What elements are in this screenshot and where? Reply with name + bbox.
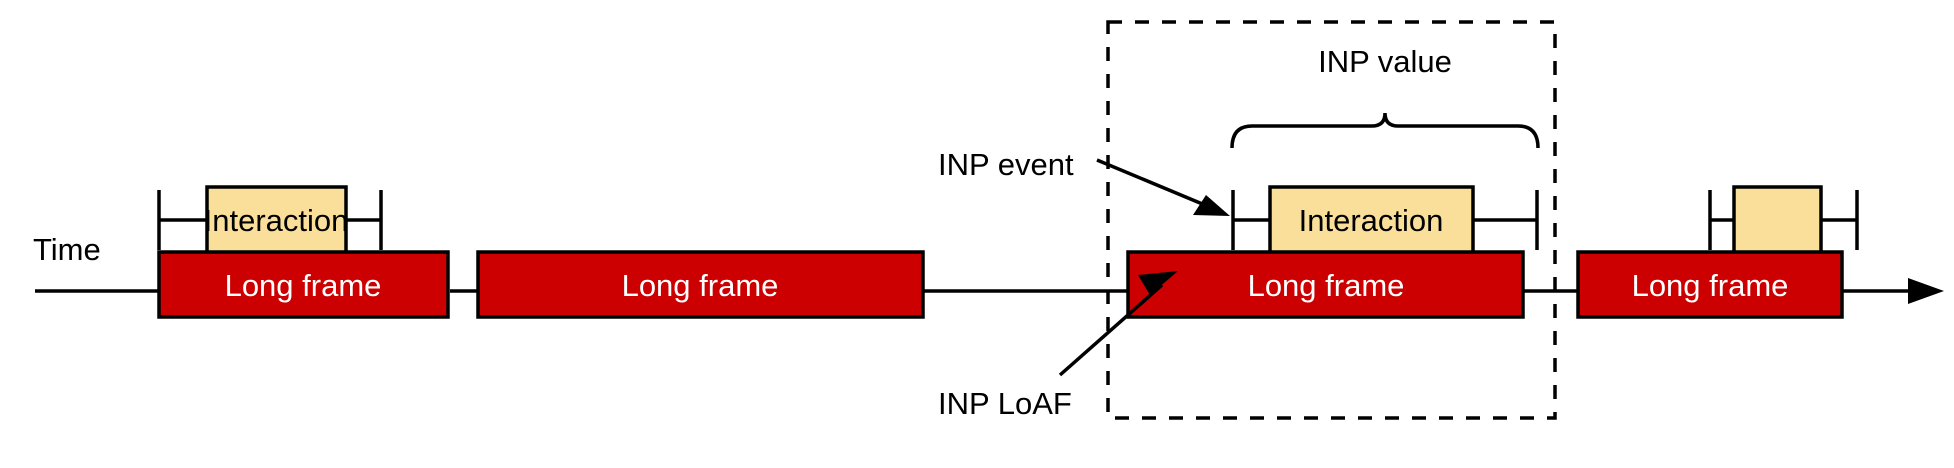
inp-event-label: INP event bbox=[938, 147, 1074, 182]
inp-highlight-dashed-box bbox=[1106, 20, 1557, 420]
group-3-long-frame-label: Long frame bbox=[1248, 268, 1405, 303]
inp-loaf-arrowhead-icon bbox=[1138, 271, 1178, 295]
group-3-long-frame-box[interactable] bbox=[1126, 250, 1525, 319]
time-axis-label: Time bbox=[33, 232, 101, 267]
group-4-long-frame-box[interactable] bbox=[1576, 250, 1844, 319]
group-3-interaction-label: Interaction bbox=[1299, 203, 1444, 238]
group-1-long-frame-box[interactable] bbox=[157, 250, 450, 319]
group-3-interaction-box[interactable] bbox=[1268, 185, 1475, 255]
inp-value-brace bbox=[1230, 112, 1540, 149]
inp-event-arrowhead-icon bbox=[1193, 195, 1230, 216]
group-4-interaction-box[interactable] bbox=[1732, 185, 1823, 255]
inp-value-label: INP value bbox=[1318, 44, 1452, 79]
inp-loaf-leader-line bbox=[1058, 283, 1164, 377]
group-1-long-frame-label: Long frame bbox=[225, 268, 382, 303]
inp-loaf-label: INP LoAF bbox=[938, 386, 1072, 421]
group-1-interaction-label: Interaction bbox=[204, 203, 349, 238]
group-4-long-frame-label: Long frame bbox=[1632, 268, 1789, 303]
group-2-long-frame-box[interactable] bbox=[476, 250, 925, 319]
group-1-interaction-box[interactable] bbox=[205, 185, 348, 255]
group-2-long-frame-label: Long frame bbox=[622, 268, 779, 303]
arrow-right-icon bbox=[1908, 278, 1944, 304]
inp-event-leader-line bbox=[1096, 158, 1213, 210]
